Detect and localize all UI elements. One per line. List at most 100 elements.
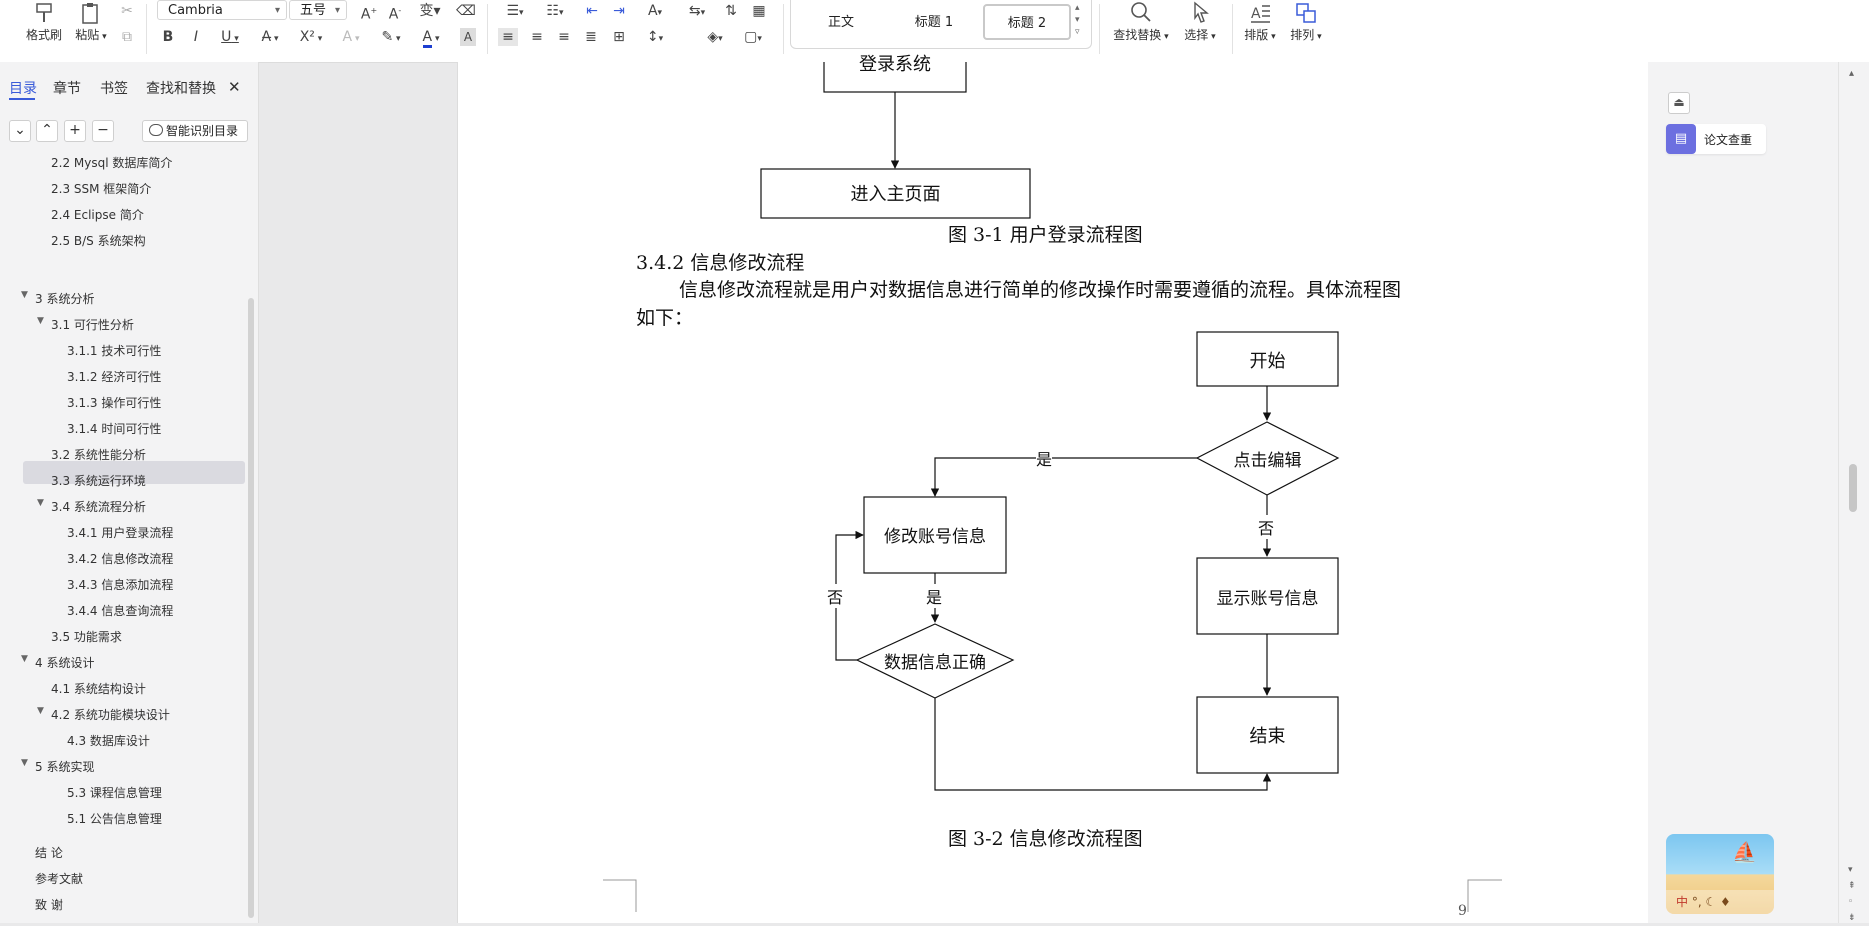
cut-icon[interactable]: ✂: [121, 3, 133, 19]
sort-az-icon[interactable]: ⇅: [725, 3, 737, 19]
toc-item[interactable]: 2.3 SSM 框架简介: [51, 180, 151, 197]
toc-item-label: 3.4 系统流程分析: [51, 500, 146, 514]
toc-item[interactable]: ▼4.2 系统功能模块设计: [37, 706, 170, 723]
align-center-icon[interactable]: ≡: [531, 29, 543, 45]
toc-item[interactable]: 3.2 系统性能分析: [51, 446, 146, 463]
paragraph-line-2: 如下：: [636, 307, 694, 329]
toc-item[interactable]: ▼4 系统设计: [21, 654, 94, 671]
border-icon[interactable]: ▢▾: [744, 29, 762, 45]
toc-item[interactable]: 3.3 系统运行环境: [51, 472, 146, 489]
expand-triangle-icon[interactable]: ▼: [37, 706, 44, 716]
toc-item[interactable]: 致 谢: [35, 896, 63, 913]
add-heading-button[interactable]: +: [64, 120, 86, 142]
tab-toc[interactable]: 目录: [9, 81, 37, 97]
collapse-up-button[interactable]: ⌃: [36, 120, 58, 142]
arrange-button[interactable]: 排列 ▾: [1286, 0, 1326, 43]
page-nav-icons[interactable]: ▾⇞◦⇟: [1848, 865, 1856, 923]
pane-scrollbar[interactable]: [248, 298, 254, 918]
remove-heading-button[interactable]: −: [92, 120, 114, 142]
phonetic-icon[interactable]: 变▾: [419, 3, 441, 19]
collapse-panel-button[interactable]: ⏏: [1668, 92, 1690, 114]
toc-item[interactable]: ▼ 3.4 系统流程分析: [37, 498, 146, 515]
toc-item[interactable]: 5.1 公告信息管理: [67, 810, 162, 827]
toc-item[interactable]: 4.1 系统结构设计: [51, 680, 146, 697]
toc-item[interactable]: ▼3 系统分析: [21, 290, 94, 307]
toc-item[interactable]: 2.5 B/S 系统架构: [51, 232, 146, 249]
underline-icon[interactable]: U ▾: [221, 29, 239, 45]
copy-icon[interactable]: ⧉: [122, 29, 132, 45]
document-scrollbar[interactable]: ▴ ▾⇞◦⇟: [1838, 62, 1869, 923]
line-spacing-icon[interactable]: ↕▾: [646, 29, 664, 45]
toc-item[interactable]: 3.1.1 技术可行性: [67, 342, 161, 359]
toc-item[interactable]: 结 论: [35, 844, 63, 861]
clear-format-icon[interactable]: ⌫: [456, 3, 476, 19]
paper-check-button[interactable]: ▤ 论文查重: [1666, 124, 1766, 154]
expand-triangle-icon[interactable]: ▼: [37, 316, 44, 326]
toc-item[interactable]: 2.2 Mysql 数据库简介: [51, 154, 172, 171]
toc-item[interactable]: 3.1.2 经济可行性: [67, 368, 161, 385]
toc-item[interactable]: ▼5 系统实现: [21, 758, 94, 775]
paste-button[interactable]: 粘贴 ▾: [70, 0, 112, 43]
ime-widget[interactable]: ⛵ 中 °, ☾ ♦: [1666, 834, 1774, 914]
grow-font-icon[interactable]: A+: [360, 6, 378, 23]
toc-item[interactable]: 5.3 课程信息管理: [67, 784, 162, 801]
font-size-select[interactable]: 五号▾: [289, 0, 347, 20]
expand-triangle-icon[interactable]: ▼: [21, 654, 28, 664]
align-right-icon[interactable]: ≡: [558, 29, 570, 45]
distribute-icon[interactable]: ⊞: [613, 29, 625, 45]
sort-icon[interactable]: ⇆▾: [688, 3, 706, 19]
italic-icon[interactable]: I: [193, 29, 199, 45]
scroll-thumb[interactable]: [1849, 464, 1857, 512]
scroll-up-icon[interactable]: ▴: [1849, 68, 1855, 79]
text-effect-icon[interactable]: A ▾: [342, 29, 360, 45]
toc-item[interactable]: ▼3.1 可行性分析: [37, 316, 134, 333]
toc-item[interactable]: 3.1.3 操作可行性: [67, 394, 161, 411]
typeset-button[interactable]: A 排版 ▾: [1240, 0, 1280, 43]
shrink-font-icon[interactable]: A-: [388, 6, 402, 23]
tab-chapter[interactable]: 章节: [53, 81, 81, 97]
toc-item[interactable]: 3.4.3 信息添加流程: [67, 576, 173, 593]
superscript-icon[interactable]: X² ▾: [299, 29, 323, 45]
decrease-indent-icon[interactable]: ⇤: [586, 3, 598, 19]
strikethrough-icon[interactable]: A̶ ▾: [261, 29, 279, 45]
toc-item[interactable]: 2.4 Eclipse 简介: [51, 206, 144, 223]
toc-item[interactable]: 参考文献: [35, 870, 83, 887]
document-page[interactable]: 登录系统 进入主页面 图 3-1 用户登录流程图 3.4.2 信息修改流程 信息…: [457, 54, 1649, 923]
find-replace-button[interactable]: 查找替换 ▾: [1110, 0, 1172, 43]
chevron-down-icon: ▾: [334, 5, 340, 16]
select-button[interactable]: 选择 ▾: [1180, 0, 1220, 43]
close-icon[interactable]: ✕: [228, 78, 241, 96]
style-heading-1[interactable]: 标题 1: [914, 15, 954, 30]
increase-indent-icon[interactable]: ⇥: [613, 3, 625, 19]
collapse-down-button[interactable]: ⌄: [9, 120, 31, 142]
text-direction-icon[interactable]: A▾: [647, 3, 663, 19]
format-painter-button[interactable]: 格式刷: [20, 0, 68, 43]
shading-icon[interactable]: ◈▾: [707, 29, 723, 45]
toc-item[interactable]: 4.3 数据库设计: [67, 732, 150, 749]
highlight-icon[interactable]: ✎ ▾: [381, 29, 401, 45]
expand-triangle-icon[interactable]: ▼: [21, 290, 28, 300]
toc-item[interactable]: 3.5 功能需求: [51, 628, 122, 645]
font-name-select[interactable]: Cambria▾: [157, 0, 287, 20]
bold-icon[interactable]: B: [162, 29, 174, 45]
tab-bookmark[interactable]: 书签: [100, 81, 128, 97]
char-shading-icon[interactable]: A: [460, 28, 476, 46]
toc-item-label: 3.4.1 用户登录流程: [67, 526, 174, 540]
toc-item[interactable]: 3.4.2 信息修改流程: [67, 550, 173, 567]
justify-icon[interactable]: ≣: [585, 29, 597, 45]
expand-triangle-icon[interactable]: ▼: [37, 498, 44, 508]
bullet-list-icon[interactable]: ☰▾: [506, 3, 524, 19]
toc-item[interactable]: 3.1.4 时间可行性: [67, 420, 161, 437]
style-normal[interactable]: 正文: [827, 15, 854, 30]
toc-item[interactable]: 3.4.1 用户登录流程: [67, 524, 173, 541]
tab-find-replace[interactable]: 查找和替换: [146, 81, 216, 97]
smart-toc-button[interactable]: 智能识别目录: [142, 120, 248, 142]
toc-item[interactable]: 3.4.4 信息查询流程: [67, 602, 173, 619]
expand-triangle-icon[interactable]: ▼: [21, 758, 28, 768]
style-heading-2[interactable]: 标题 2: [983, 4, 1071, 40]
table-icon[interactable]: ▦: [752, 3, 766, 19]
font-color-icon[interactable]: A ▾: [416, 28, 446, 48]
align-left-icon[interactable]: ≡: [498, 28, 518, 46]
numbered-list-icon[interactable]: ☷▾: [546, 3, 564, 19]
style-gallery-scroll[interactable]: ▴▾▿: [1075, 3, 1080, 37]
